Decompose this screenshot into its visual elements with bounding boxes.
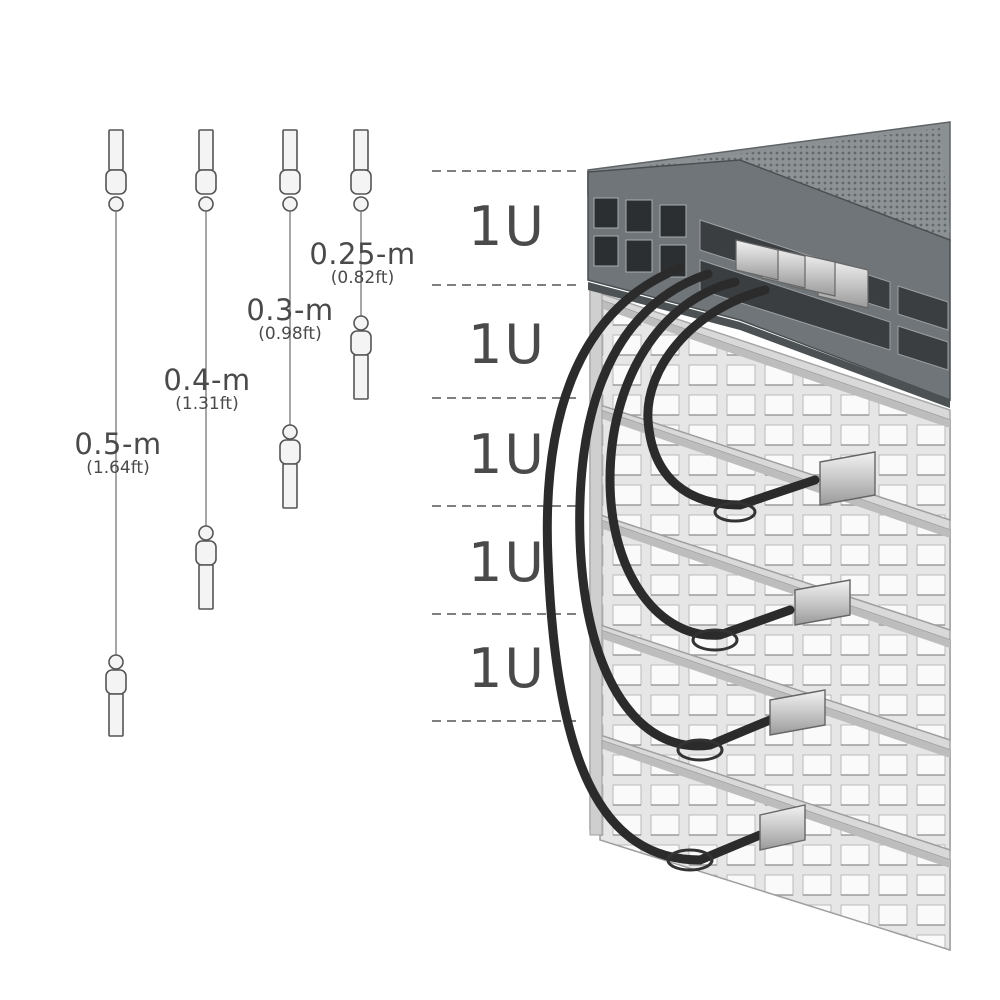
cable-length-label-0-25m: 0.25-m (0.82ft): [300, 240, 425, 287]
rack-unit-label-1: 1U: [468, 195, 546, 258]
cable-to-panel-4: [542, 263, 765, 865]
cable-sample-0-5m: [105, 129, 127, 737]
cable-sample-0-25m: [350, 129, 372, 400]
cable-sample-0-3m: [279, 129, 301, 509]
cable-length-label-0-5m: 0.5-m (1.64ft): [63, 430, 173, 477]
cable-length-meters: 0.3-m: [246, 293, 334, 327]
rack-unit-label-4: 1U: [468, 531, 546, 594]
connected-cables: [542, 263, 820, 872]
cable-length-meters: 0.25-m: [309, 237, 416, 271]
cable-to-panel-2: [605, 277, 795, 640]
cable-to-panel-1: [643, 285, 820, 510]
cable-length-meters: 0.4-m: [163, 363, 251, 397]
cable-sample-0-4m: [195, 129, 217, 610]
switch-modules: [735, 239, 869, 309]
cable-to-panel-3: [575, 269, 775, 751]
cable-samples: [105, 129, 372, 737]
rack-unit-label-2: 1U: [468, 313, 546, 376]
panel-modules: [759, 451, 876, 851]
rack-unit-label-3: 1U: [468, 423, 546, 486]
cable-length-feet: (0.98ft): [258, 324, 322, 344]
cable-length-meters: 0.5-m: [74, 427, 162, 461]
cable-length-feet: (0.82ft): [330, 268, 395, 288]
cable-length-feet: (1.31ft): [175, 394, 239, 414]
cable-length-label-0-3m: 0.3-m (0.98ft): [235, 296, 345, 343]
rack-unit-label-5: 1U: [468, 637, 546, 700]
cable-length-label-0-4m: 0.4-m (1.31ft): [152, 366, 262, 413]
cable-length-feet: (1.64ft): [86, 458, 150, 478]
